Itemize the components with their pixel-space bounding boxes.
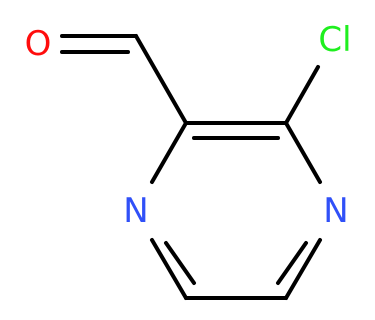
- bond-n4-c5-inner: [276, 241, 308, 285]
- bond-c3-cl: [284, 65, 320, 125]
- nitrogen-atom-label-4: N: [323, 191, 349, 231]
- nitrogen-atom-label-1: N: [123, 191, 149, 231]
- bond-c3-n4: [284, 121, 322, 184]
- bond-n1-c6: [150, 238, 188, 300]
- bond-c2-n1: [150, 121, 188, 184]
- oxygen-atom-label: O: [24, 24, 52, 64]
- bond-n1-c6-inner: [164, 241, 196, 285]
- bond-n4-c5: [284, 238, 322, 300]
- chlorine-atom-label: Cl: [318, 20, 352, 60]
- bond-cho-c2: [134, 34, 188, 125]
